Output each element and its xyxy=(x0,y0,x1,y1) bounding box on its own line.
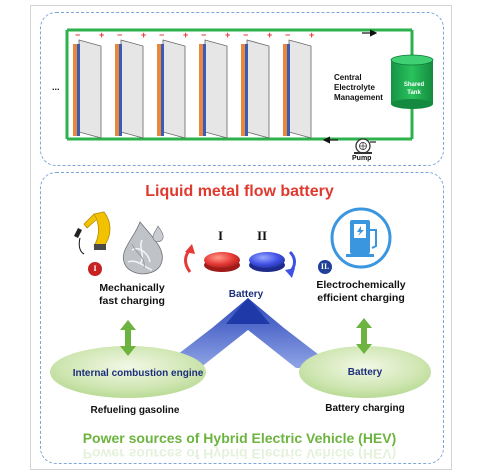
shared-tank-icon xyxy=(390,54,434,109)
mgmt-line-3: Management xyxy=(334,93,383,102)
ice-ellipse xyxy=(50,346,206,398)
flow-cell: −+ xyxy=(115,30,146,139)
curved-arrow-left xyxy=(184,244,195,273)
liquid-metal-flow-battery-title: Liquid metal flow battery xyxy=(145,183,334,200)
plus-terminal-icon: + xyxy=(99,30,104,40)
hev-title-reflection: Power sources of Hybrid Electric Vehicle… xyxy=(82,446,397,462)
battery-right-label: Battery xyxy=(347,367,383,378)
shared-tank-label: Shared Tank xyxy=(396,81,432,97)
electrochemically-efficient-charging-label: Electrochemically efficient charging xyxy=(306,279,416,305)
minus-terminal-icon: − xyxy=(243,30,248,40)
flow-cell-stack: −+−+−+−+−+−+ xyxy=(73,30,314,139)
flow-cell: −+ xyxy=(283,30,314,139)
roman-numeral-one: I xyxy=(218,228,224,243)
mech-line-2: fast charging xyxy=(99,295,165,307)
flow-battery-schematic-panel xyxy=(40,12,444,166)
minus-terminal-icon: − xyxy=(75,30,80,40)
mech-line-1: Mechanically xyxy=(99,282,165,294)
battery-buttons-icon xyxy=(204,252,285,272)
liquid-metal-droplets-icon xyxy=(122,221,164,275)
minus-terminal-icon: − xyxy=(201,30,206,40)
fuel-nozzle-icon xyxy=(74,211,111,255)
mgmt-line-2: Electrolyte xyxy=(334,83,375,92)
minus-terminal-icon: − xyxy=(159,30,164,40)
battery-center-label: Battery xyxy=(228,289,264,300)
flow-cell: −+ xyxy=(73,30,104,139)
tank-line-1: Shared xyxy=(403,82,425,88)
refueling-gasoline-label: Refueling gasoline xyxy=(90,405,180,416)
pump-icon xyxy=(354,138,376,154)
electro-line-2: efficient charging xyxy=(317,292,405,304)
plus-terminal-icon: + xyxy=(225,30,230,40)
ellipsis-indicator: ... xyxy=(52,82,60,92)
minus-terminal-icon: − xyxy=(117,30,122,40)
mechanically-fast-charging-label: Mechanically fast charging xyxy=(82,282,182,308)
battery-ellipse xyxy=(299,346,431,398)
charging-station-icon xyxy=(330,207,392,269)
badge-two: II. xyxy=(318,260,332,274)
double-arrow-right xyxy=(356,318,372,354)
badge-one: I xyxy=(88,262,102,276)
plus-terminal-icon: + xyxy=(267,30,272,40)
flow-cell: −+ xyxy=(199,30,230,139)
plus-terminal-icon: + xyxy=(183,30,188,40)
electro-line-1: Electrochemically xyxy=(316,279,406,291)
power-sources-panel xyxy=(40,172,444,464)
mgmt-line-1: Central xyxy=(334,73,362,82)
central-electrolyte-management-label: Central Electrolyte Management xyxy=(334,73,383,103)
electrolyte-circuit xyxy=(65,28,414,144)
hev-title: Power sources of Hybrid Electric Vehicle… xyxy=(82,430,397,446)
tank-line-2: Tank xyxy=(407,90,421,96)
roman-numeral-two: II xyxy=(257,228,268,243)
flow-cell: −+ xyxy=(157,30,188,139)
curved-arrow-right xyxy=(285,250,296,278)
minus-terminal-icon: − xyxy=(285,30,290,40)
flow-cell: −+ xyxy=(241,30,272,139)
hev-pyramid xyxy=(160,298,336,368)
internal-combustion-engine-label: Internal combustion engine xyxy=(72,368,204,379)
battery-charging-label: Battery charging xyxy=(325,403,405,414)
pump-label: Pump xyxy=(352,155,372,162)
plus-terminal-icon: + xyxy=(141,30,146,40)
plus-terminal-icon: + xyxy=(309,30,314,40)
double-arrow-left xyxy=(120,320,136,356)
